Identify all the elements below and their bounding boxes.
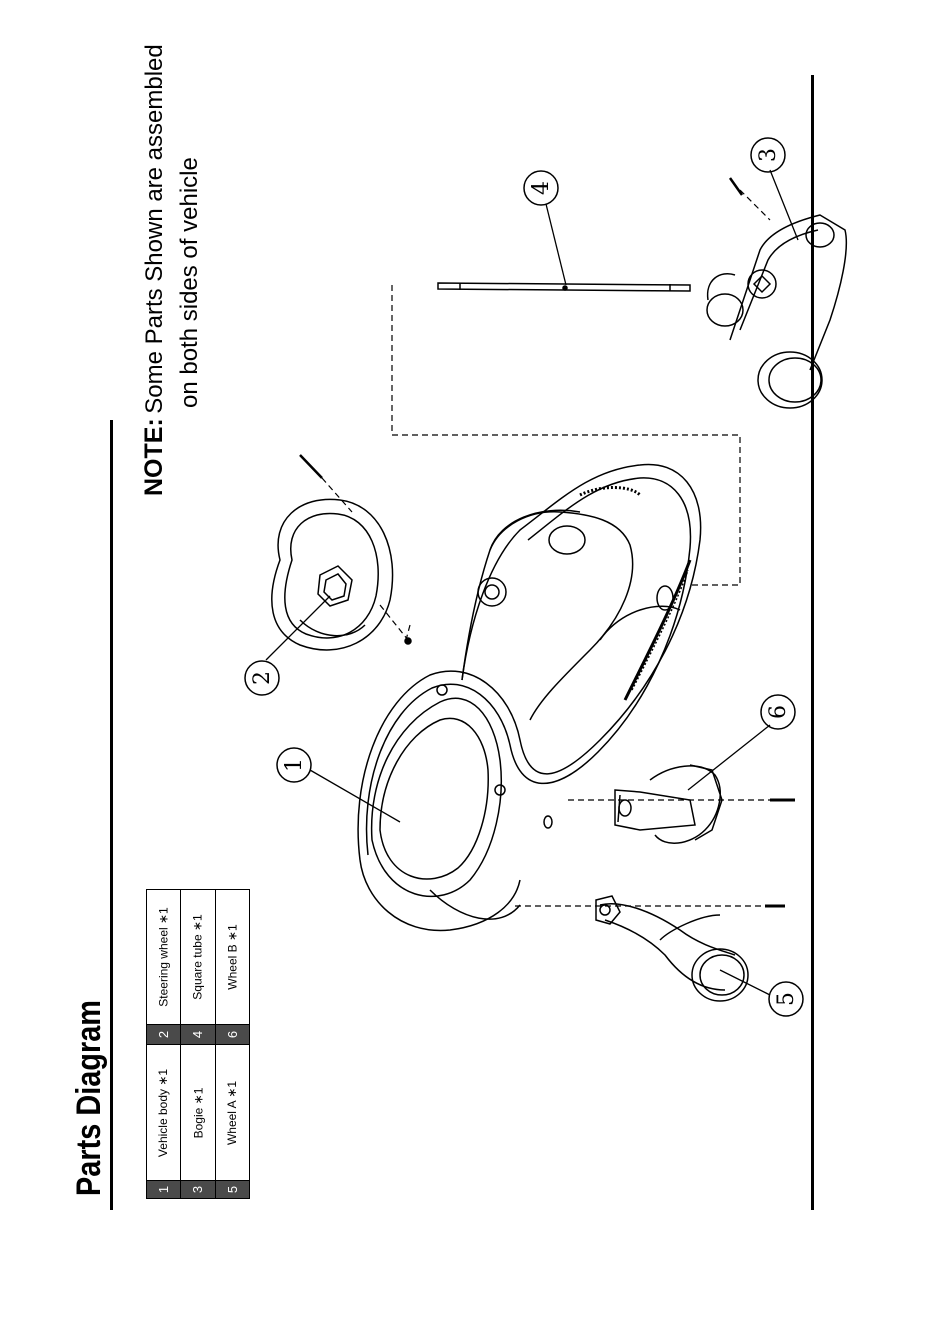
leader-lines (266, 170, 798, 995)
callout-2: 2 (245, 661, 279, 695)
callout-1: 1 (277, 748, 311, 782)
vehicle-body-part (358, 464, 701, 930)
svg-text:4: 4 (529, 181, 554, 195)
steering-wheel-part (272, 455, 411, 650)
svg-text:6: 6 (766, 705, 791, 719)
callout-5: 5 (769, 982, 803, 1016)
callout-6: 6 (761, 695, 795, 729)
square-tube-part (438, 283, 690, 291)
callout-4: 4 (524, 171, 558, 205)
wheel-a-part (596, 896, 785, 1001)
svg-text:1: 1 (282, 758, 307, 772)
callout-3: 3 (751, 138, 785, 172)
bogie-part (707, 178, 846, 408)
svg-text:3: 3 (756, 148, 781, 162)
svg-text:2: 2 (250, 671, 275, 685)
svg-text:5: 5 (774, 992, 799, 1006)
